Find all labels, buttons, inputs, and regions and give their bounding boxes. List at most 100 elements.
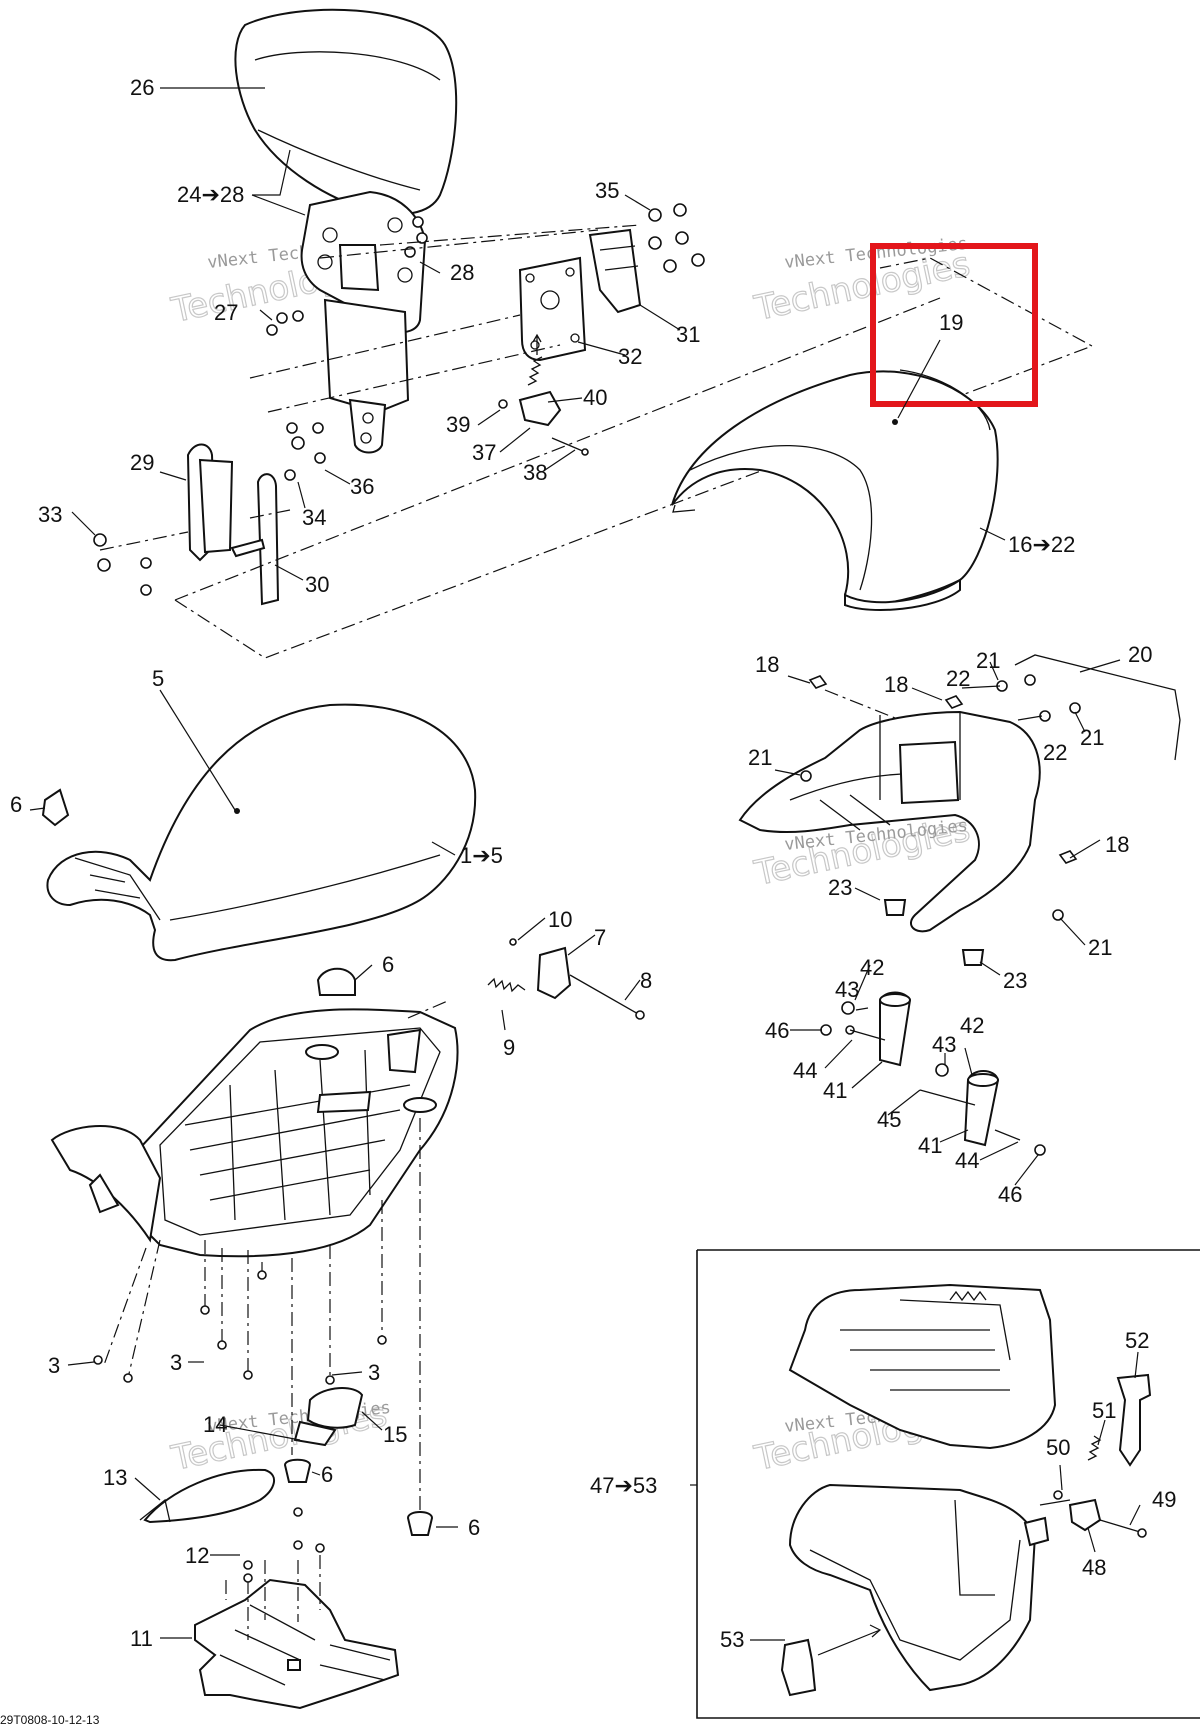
alignment-lines-top <box>99 224 1094 659</box>
seat-latch-hardware <box>487 938 645 1020</box>
callout-46-a: 46 <box>765 1018 789 1043</box>
base-plate <box>194 1578 400 1710</box>
tray-53 <box>780 1638 817 1697</box>
callout-28: 28 <box>450 260 474 285</box>
callout-44-a: 44 <box>793 1058 817 1083</box>
callout-51: 51 <box>1092 1398 1116 1423</box>
storage-bin <box>788 1483 1037 1692</box>
leader-lines <box>29 87 1141 1641</box>
callout-7: 7 <box>594 925 606 950</box>
callout-44-b: 44 <box>955 1148 979 1173</box>
rider-seat-base <box>50 1008 459 1258</box>
callout-12: 12 <box>185 1543 209 1568</box>
rider-seat <box>41 703 477 996</box>
callout-52: 52 <box>1125 1328 1149 1353</box>
backrest-pad <box>234 8 458 216</box>
callout-11: 11 <box>130 1626 153 1651</box>
latch-spring-9 <box>487 977 526 993</box>
grommet <box>406 1511 434 1536</box>
callout-23-b: 23 <box>1003 968 1027 993</box>
latch-spring-51 <box>1087 1435 1102 1461</box>
passenger-base <box>738 654 1181 966</box>
callout-53: 53 <box>720 1627 744 1652</box>
backrest-assembly <box>93 8 458 606</box>
callout-18-b: 18 <box>884 672 908 697</box>
callout-18-c: 18 <box>1105 832 1129 857</box>
callout-9: 9 <box>503 1035 515 1060</box>
grommet <box>883 899 907 916</box>
highlight-box-part-19 <box>870 243 1038 407</box>
latch <box>518 390 562 427</box>
latch-48 <box>1068 1498 1102 1532</box>
rider-seat-cushion <box>46 703 477 962</box>
callout-24-28: 24➔28 <box>177 182 244 207</box>
pad-14 <box>293 1420 337 1447</box>
callout-43-b: 43 <box>932 1032 956 1057</box>
callout-21-d: 21 <box>1088 935 1112 960</box>
riser-assembly <box>820 991 1046 1156</box>
callout-29: 29 <box>130 450 154 475</box>
callout-10: 10 <box>548 907 572 932</box>
callout-49: 49 <box>1152 1487 1176 1512</box>
hinge-assembly <box>498 203 705 456</box>
part-19-point <box>892 419 898 425</box>
callout-50: 50 <box>1046 1435 1070 1460</box>
diagram-code: 29T0808-10-12-13 <box>0 1713 100 1727</box>
grommet <box>283 1458 312 1483</box>
callout-41-b: 41 <box>918 1133 942 1158</box>
callout-6-b: 6 <box>382 952 394 977</box>
passenger-seat-cushion <box>671 370 999 608</box>
callout-32: 32 <box>618 344 642 369</box>
storage-inset <box>696 1249 1200 1719</box>
callout-8: 8 <box>640 968 652 993</box>
grab-rod <box>1014 654 1181 761</box>
callout-6-a: 6 <box>10 792 22 817</box>
callout-21-a: 21 <box>976 648 1000 673</box>
backrest-arm-right <box>256 473 280 606</box>
passenger-base-frame <box>738 710 1041 933</box>
callout-3-a: 3 <box>48 1353 60 1378</box>
callout-45: 45 <box>877 1107 901 1132</box>
latch-clip-52 <box>1116 1373 1152 1467</box>
seat-base-plate <box>194 1507 400 1710</box>
callout-22-b: 22 <box>1043 740 1067 765</box>
callout-48: 48 <box>1082 1555 1106 1580</box>
callout-14: 14 <box>203 1412 227 1437</box>
callout-41-a: 41 <box>823 1078 847 1103</box>
alignment-lines-bottom <box>93 999 451 1510</box>
callout-1-5: 1➔5 <box>460 843 503 868</box>
grommet <box>961 949 985 966</box>
backrest-slider <box>323 298 410 414</box>
latch-bracket <box>536 946 572 1000</box>
callout-23-a: 23 <box>828 875 852 900</box>
lower-small-parts <box>139 1387 434 1536</box>
passenger-seat <box>671 369 999 611</box>
callout-42-a: 42 <box>860 955 884 980</box>
callout-42-b: 42 <box>960 1013 984 1038</box>
callout-26: 26 <box>130 75 154 100</box>
callout-39: 39 <box>446 412 470 437</box>
callout-38: 38 <box>523 460 547 485</box>
hinge-bracket <box>588 228 642 314</box>
callout-22-a: 22 <box>946 666 970 691</box>
callout-3-b: 3 <box>170 1350 182 1375</box>
latch-spring <box>527 356 543 386</box>
callout-13: 13 <box>103 1465 127 1490</box>
callout-21-b: 21 <box>1080 725 1104 750</box>
callout-40: 40 <box>583 385 607 410</box>
callout-20: 20 <box>1128 642 1152 667</box>
callout-6-c: 6 <box>321 1462 333 1487</box>
nut-group-35 <box>648 203 705 273</box>
seat-base-pan <box>138 1008 459 1258</box>
storage-lid <box>788 1283 1057 1450</box>
pad-15 <box>306 1387 364 1429</box>
callout-35: 35 <box>595 178 619 203</box>
callout-43-a: 43 <box>835 977 859 1002</box>
callout-46-b: 46 <box>998 1182 1022 1207</box>
callout-33: 33 <box>38 502 62 527</box>
callout-47-53: 47➔53 <box>590 1473 657 1498</box>
callout-36: 36 <box>350 474 374 499</box>
cover-13 <box>143 1468 275 1524</box>
callout-21-c: 21 <box>748 745 772 770</box>
callout-34: 34 <box>302 505 326 530</box>
